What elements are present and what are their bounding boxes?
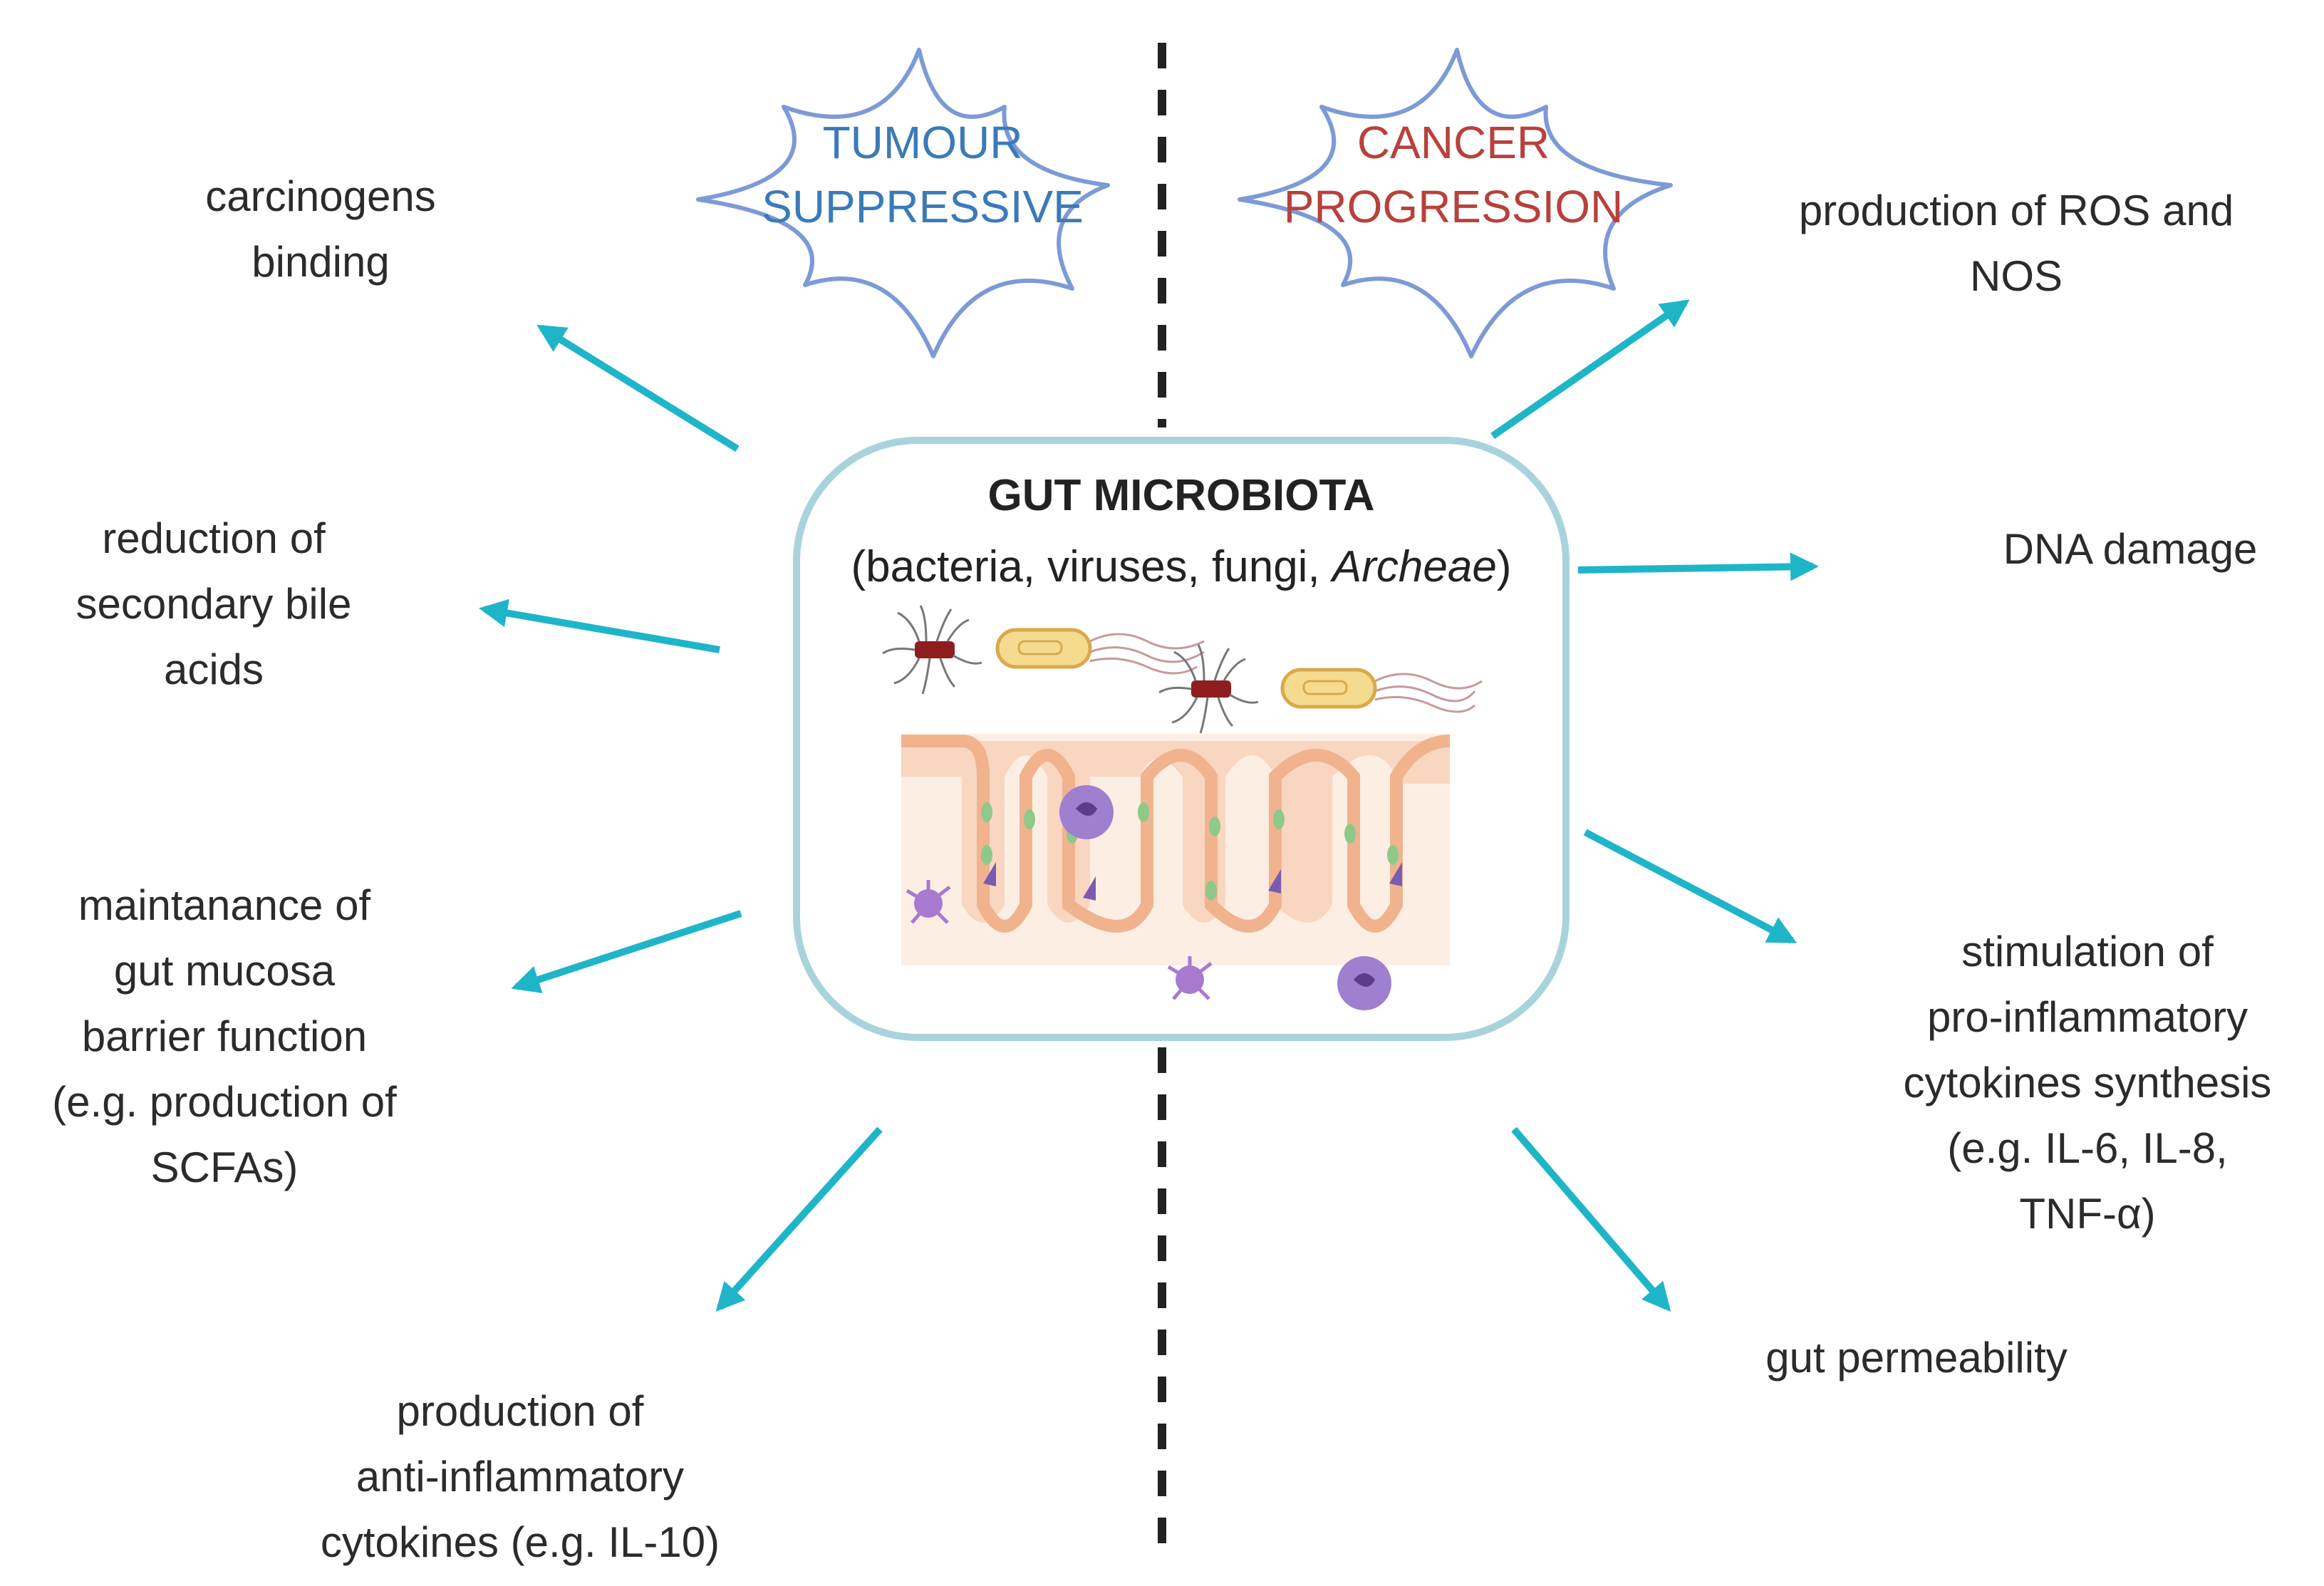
dendritic-cell-1 bbox=[906, 880, 951, 924]
arrow-pro-inflammatory bbox=[1583, 829, 1798, 944]
arrow-gut-permeability bbox=[1511, 1126, 1671, 1312]
center-subtitle-italic: Archeae bbox=[1332, 542, 1497, 591]
arrow-mucosa-barrier bbox=[511, 910, 742, 994]
rod-bacterium-2 bbox=[1280, 668, 1483, 713]
effect-pro-inflammatory-cytokines: stimulation of pro-inflammatory cytokine… bbox=[1903, 928, 2272, 1238]
center-title: GUT MICROBIOTA bbox=[987, 471, 1375, 520]
arrow-ros-nos bbox=[1490, 299, 1690, 440]
flagellated-bacterium-1 bbox=[882, 605, 982, 695]
center-subtitle: (bacteria, viruses, fungi, Archeae) bbox=[797, 541, 1566, 592]
badge-right-line1: CANCER bbox=[1357, 117, 1550, 168]
effect-secondary-bile-acids: reduction of secondary bile acids bbox=[76, 514, 352, 693]
immune-cell-1 bbox=[1059, 785, 1114, 839]
cancer-progression-badge bbox=[1238, 48, 1673, 358]
arrow-anti-inflammatory bbox=[715, 1126, 883, 1312]
immune-cell-2 bbox=[1337, 956, 1391, 1010]
tumour-suppressive-badge bbox=[696, 48, 1110, 358]
effect-carcinogens-binding: carcinogens binding bbox=[205, 172, 436, 286]
rod-bacterium-1 bbox=[995, 628, 1205, 675]
dendritic-cell-2 bbox=[1167, 956, 1213, 1000]
effect-gut-mucosa-barrier: maintanance of gut mucosa barrier functi… bbox=[52, 881, 397, 1191]
effect-ros-nos: production of ROS and NOS bbox=[1798, 187, 2234, 300]
center-subtitle-prefix: (bacteria, viruses, fungi, bbox=[851, 542, 1332, 591]
bacteria-illustration bbox=[882, 605, 1483, 734]
arrow-carcinogens-binding bbox=[536, 324, 740, 452]
arrow-bile-acids bbox=[479, 598, 720, 653]
effect-dna-damage: DNA damage bbox=[2003, 525, 2258, 573]
intestinal-villi-illustration bbox=[901, 734, 1451, 1010]
effect-anti-inflammatory-cytokines: production of anti-inflammatory cytokine… bbox=[320, 1387, 720, 1566]
arrow-dna-damage bbox=[1577, 552, 1819, 581]
center-subtitle-suffix: ) bbox=[1496, 542, 1512, 591]
badge-right-line2: PROGRESSION bbox=[1284, 181, 1624, 232]
flagellated-bacterium-2 bbox=[1158, 644, 1259, 734]
effect-gut-permeability: gut permeability bbox=[1765, 1334, 2068, 1382]
badge-left-line1: TUMOUR bbox=[823, 117, 1023, 168]
badge-left-line2: SUPPRESSIVE bbox=[762, 181, 1084, 232]
